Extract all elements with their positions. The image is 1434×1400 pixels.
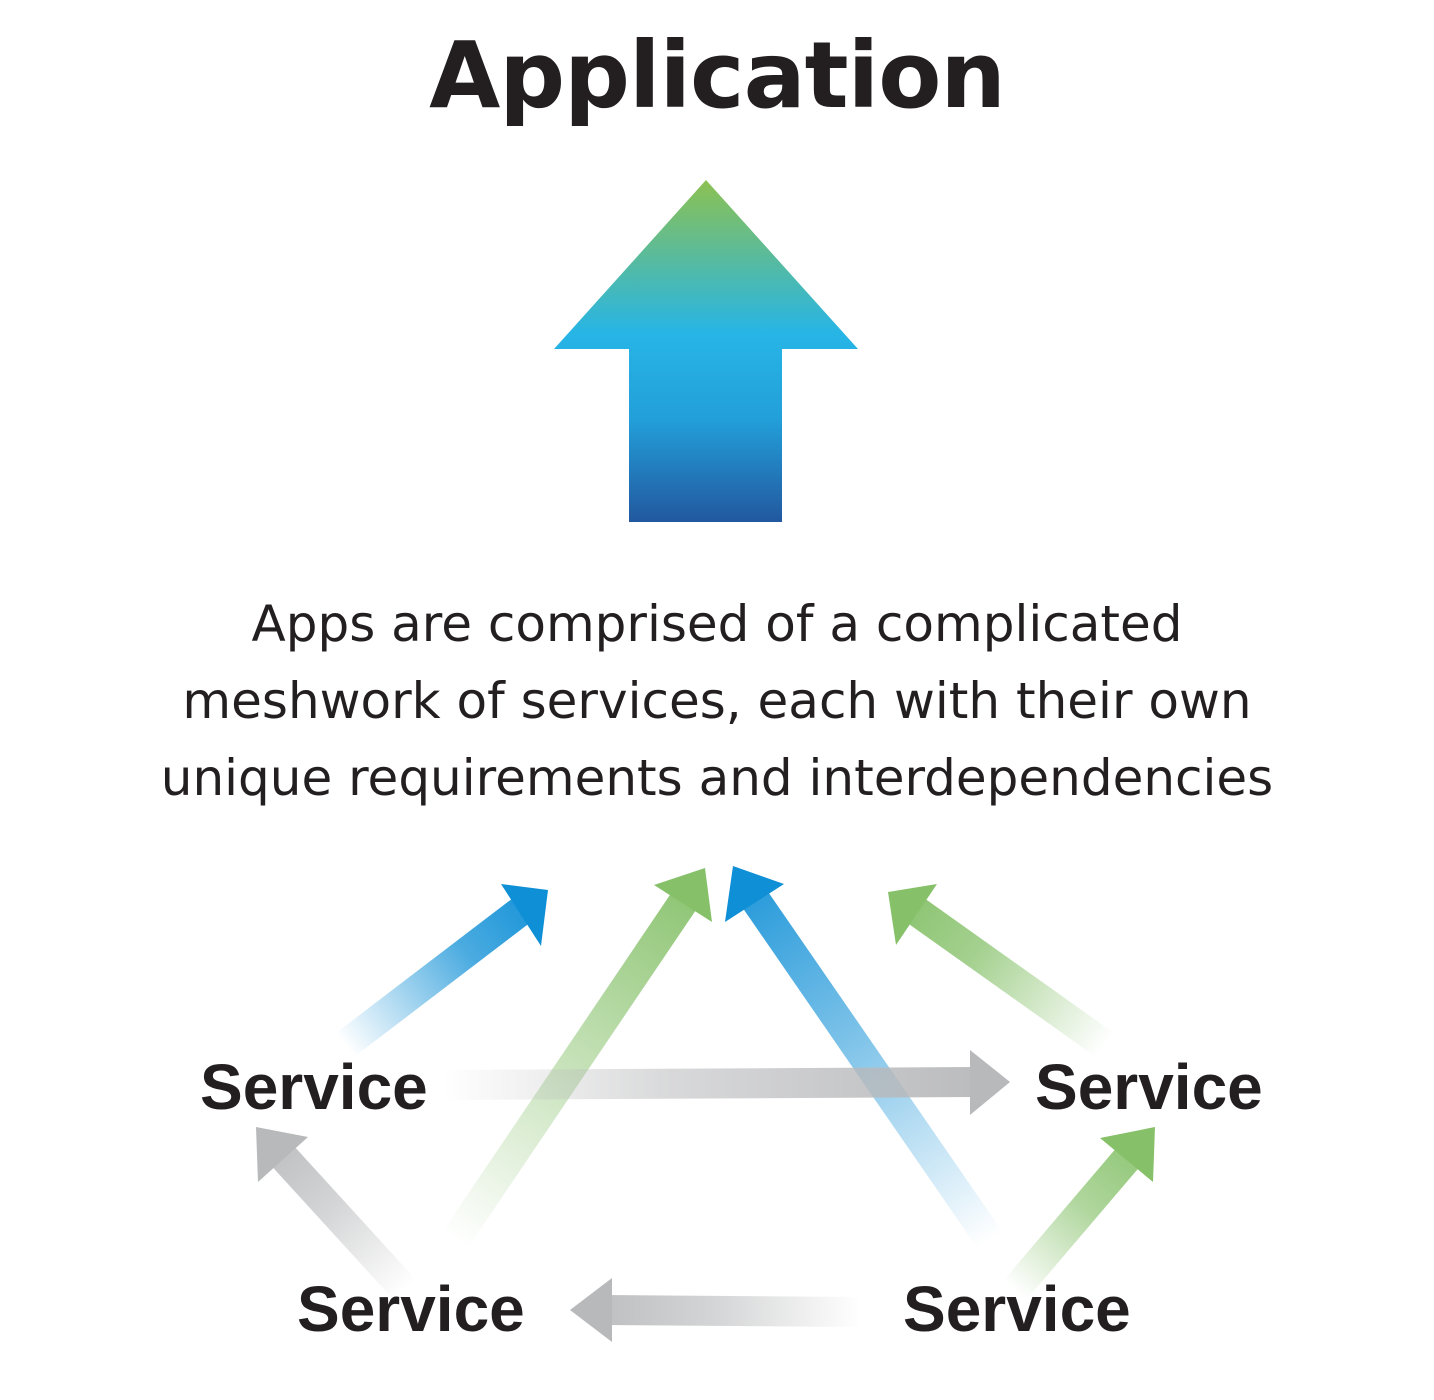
connector-bottom-right-to-app: [725, 866, 1003, 1249]
description: Apps are comprised of a complicated mesh…: [60, 586, 1374, 817]
service-top-left: Service: [200, 1051, 428, 1123]
connector-bottom-left-to-top-left: [256, 1127, 417, 1301]
description-line-1: Apps are comprised of a complicated: [251, 595, 1183, 653]
connector-top-right-to-app: [888, 884, 1114, 1058]
connector-bottom-right-to-bottom-left: [570, 1278, 861, 1342]
service-top-right: Service: [1035, 1051, 1263, 1123]
description-line-2: meshwork of services, each with their ow…: [182, 672, 1252, 730]
connector-top-left-to-app: [335, 884, 548, 1057]
main-up-arrow: [554, 180, 858, 522]
application-title: Application: [429, 22, 1006, 129]
connector-bottom-right-to-top-right: [1003, 1127, 1155, 1300]
description-line-3: unique requirements and interdependencie…: [160, 749, 1274, 807]
connector-bottom-left-to-app: [442, 868, 712, 1249]
service-bottom-left: Service: [297, 1273, 525, 1345]
service-bottom-right: Service: [903, 1273, 1131, 1345]
connector-top-left-to-top-right: [444, 1050, 1010, 1115]
